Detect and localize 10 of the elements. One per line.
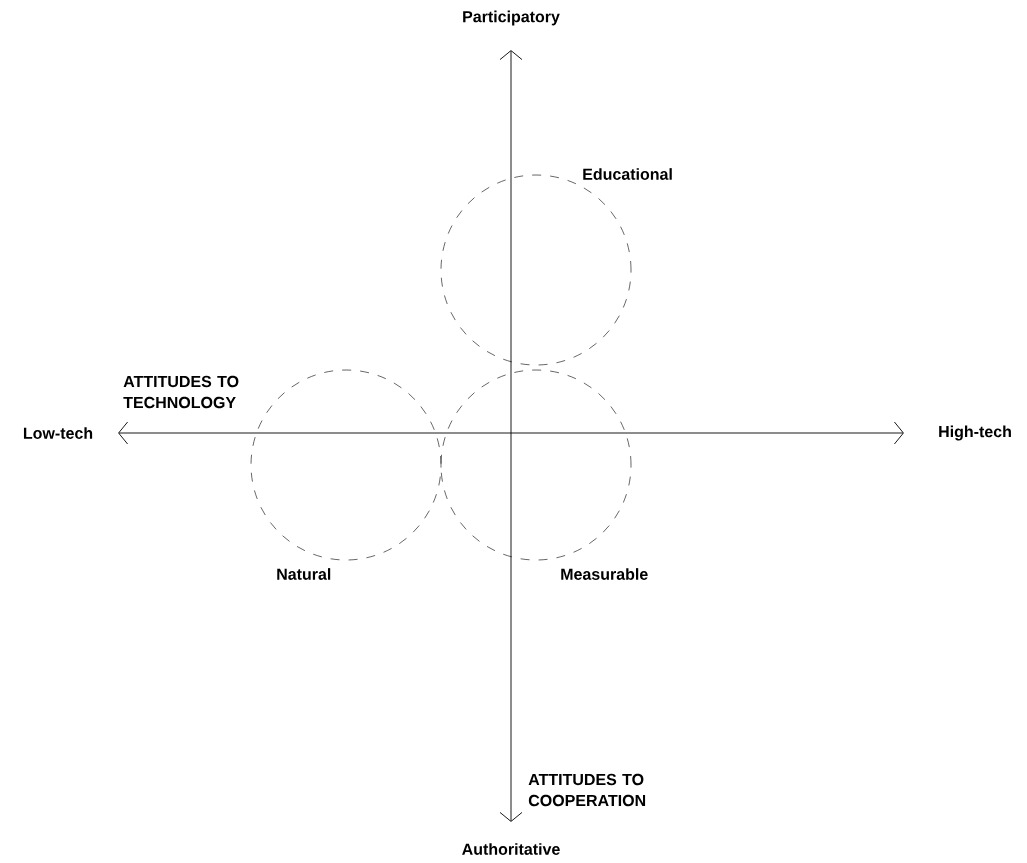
circle-label: Natural — [277, 568, 331, 580]
axis-title: ATTITUDES TO COOPERATION — [528, 773, 646, 807]
axis-end-label: Authoritative — [462, 843, 560, 855]
circle-label: Measurable — [561, 568, 648, 580]
dashed-circle — [250, 369, 442, 561]
dashed-circle — [440, 369, 632, 561]
axis-end-label: Low-tech — [23, 427, 93, 439]
axis-end-label: Participatory — [463, 10, 560, 26]
axis-end-label: High-tech — [939, 425, 1011, 441]
circle-label: Educational — [583, 168, 672, 180]
